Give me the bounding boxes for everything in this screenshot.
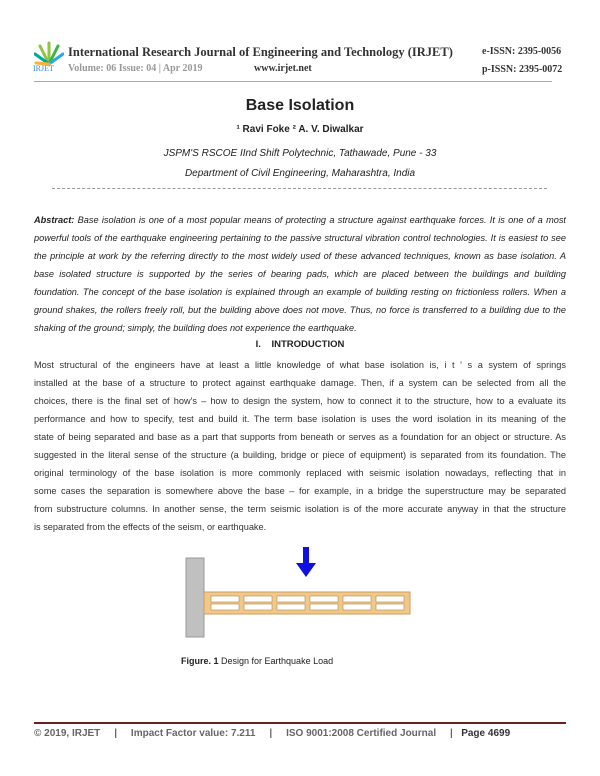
beam-cell [375, 603, 405, 611]
journal-title: International Research Journal of Engine… [68, 45, 453, 59]
page-title: Base Isolation [245, 97, 355, 114]
page-number: Page 4699 [461, 728, 511, 739]
dashed-divider [52, 188, 547, 189]
footer: © 2019, IRJET | Impact Factor value: 7.2… [34, 728, 510, 739]
figure-caption: Figure. 1 Design for Earthquake Load [181, 656, 333, 666]
footer-impact: Impact Factor value: 7.211 [130, 728, 256, 739]
introduction-paragraph: Most structural of the engineers have at… [34, 356, 566, 536]
footer-separator: | [450, 728, 453, 739]
logo-text: IRJET [33, 64, 54, 73]
intro-line: performance and how to specify, test and… [34, 414, 566, 424]
abstract-line: base isolated structure is supported by … [34, 269, 566, 279]
footer-copyright: © 2019, IRJET [34, 728, 101, 739]
intro-line: Most structural of the engineers have at… [34, 360, 566, 370]
affiliation-1: JSPM'S RSCOE IInd Shift Polytechnic, Tat… [163, 148, 437, 159]
abstract-line: ground shakes, the rollers freely roll, … [34, 305, 566, 315]
beam-cell [210, 595, 240, 603]
intro-line: installed at the base of a structure to … [34, 378, 566, 388]
authors: ¹ Ravi Foke ² A. V. Diwalkar [236, 124, 364, 135]
intro-line: choices, there is the final set of how's… [34, 396, 566, 406]
section-title: INTRODUCTION [271, 339, 345, 350]
beam-cells [210, 595, 405, 611]
beam-cell [309, 595, 339, 603]
beam-cell [342, 595, 372, 603]
intro-line: state of being separated and base as a p… [34, 432, 566, 442]
abstract-line: Abstract: Base isolation is one of a mos… [34, 211, 566, 229]
figure-caption-text: Design for Earthquake Load [218, 656, 334, 666]
figure-label: Figure. 1 [181, 656, 219, 666]
intro-line: suggested in the literal sense of the st… [34, 450, 566, 460]
intro-line: from substructure columns. In another se… [34, 504, 566, 514]
figure-earthquake-load [185, 547, 411, 638]
beam-cell [276, 603, 306, 611]
section-number: I. [255, 339, 261, 350]
abstract-line: powerful tools of the earthquake enginee… [34, 233, 566, 243]
intro-line: some cases the separation is somewhere a… [34, 486, 566, 496]
abstract-line: the principle at work by the referring d… [34, 251, 566, 261]
load-arrow-icon [296, 547, 316, 577]
website-link[interactable]: www.irjet.net [254, 63, 312, 74]
p-issn: p-ISSN: 2395-0072 [482, 64, 563, 75]
footer-separator: | [269, 728, 273, 739]
abstract: Abstract: Base isolation is one of a mos… [34, 211, 566, 337]
abstract-line: foundation. The concept of the base isol… [34, 287, 566, 297]
beam-cell [210, 603, 240, 611]
e-issn: e-ISSN: 2395-0056 [482, 46, 562, 57]
abstract-line-text: Base isolation is one of a most popular … [74, 215, 566, 225]
intro-line: is separated from the effects of the sei… [34, 522, 267, 532]
intro-line: original terminology of the base isolati… [34, 468, 566, 478]
beam-cell [243, 595, 273, 603]
footer-separator: | [114, 728, 118, 739]
beam-cell [342, 603, 372, 611]
volume-info: Volume: 06 Issue: 04 | Apr 2019 [68, 63, 203, 74]
abstract-line: shaking of the ground; simply, the build… [34, 323, 357, 333]
beam-cell [276, 595, 306, 603]
beam-cell [243, 603, 273, 611]
irjet-logo-icon [34, 41, 64, 66]
footer-divider [34, 722, 566, 724]
beam-cell [375, 595, 405, 603]
affiliation-2: Department of Civil Engineering, Maharas… [184, 168, 416, 179]
header-divider [34, 81, 552, 82]
beam-cell [309, 603, 339, 611]
section-heading: I. INTRODUCTION [0, 339, 600, 350]
wall-support [185, 557, 205, 638]
abstract-label: Abstract: [34, 215, 75, 225]
beam [203, 591, 411, 615]
footer-iso: ISO 9001:2008 Certified Journal [286, 728, 437, 739]
